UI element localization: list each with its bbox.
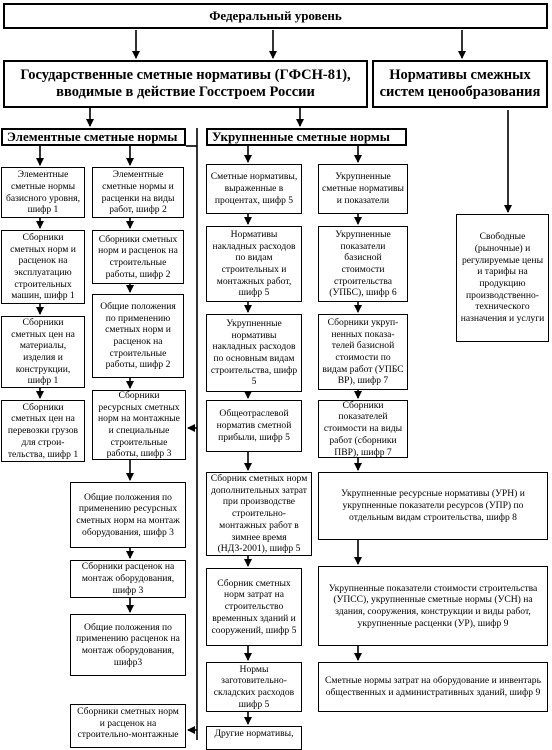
col-d-box-1: Сметные нормативы, выраженные в процента… [206, 164, 302, 214]
col-d-box-4: Общеотраслевой норматив сметной прибыли,… [206, 400, 302, 452]
col-d-box-8: Другие нормативы, [206, 726, 302, 750]
free-prices-box: Свободные (рыночные) и регулируемые цены… [456, 214, 549, 342]
col-d-box-6: Сборник сметных норм затрат на строитель… [206, 568, 302, 646]
col-a-box-4: Сборники сметных цен на перевозки грузов… [1, 400, 85, 462]
related-norms-box: Нормативы смежных систем ценообразования [372, 60, 548, 108]
col-d-box-3: Укрупненные нормативы накладных расходов… [206, 314, 302, 392]
wide-box-urn: Укрупненные ресурсные нормативы (УРН) и … [318, 472, 548, 540]
col-a-box-2: Сборники сметных норм и расценок на эксп… [1, 230, 85, 304]
col-c-box-3: Общие положения по применению расценок н… [70, 614, 186, 676]
col-e-box-2: Укрупненные показатели базисной стоимост… [318, 226, 408, 302]
col-c-box-1: Общие положения по применению ресурсных … [70, 482, 186, 548]
col-c-box-2: Сборники расценок на монтаж оборудования… [70, 560, 186, 598]
enlarged-norms-title: Укрупненные сметные нормы [206, 128, 407, 146]
elemental-norms-title: Элементные сметные нормы [1, 128, 186, 146]
gfsn-box: Государственные сметные нормативы (ГФСН-… [3, 60, 368, 108]
col-a-box-1: Элементные сметные нормы базисного уровн… [1, 167, 85, 218]
col-b-box-4: Сборники ресурсных сметных норм на монта… [92, 390, 186, 460]
col-d-box-5: Сборник сметных норм дополнительных затр… [206, 472, 312, 556]
federal-level-box: Федеральный уровень [3, 3, 548, 29]
col-b-box-2: Сборники сметных норм и расценок на стро… [92, 230, 184, 284]
col-e-box-1: Укрупненные сметные нормативы и показате… [318, 164, 408, 214]
col-b-box-3: Общие положения по применению сметных но… [92, 294, 184, 378]
wide-box-equipment: Сметные нормы затрат на оборудование и и… [318, 662, 548, 712]
col-e-box-3: Сборники укруп-ненных показа-телей базис… [318, 314, 408, 390]
col-b-box-1: Элементные сметные нормы и расценки на в… [92, 167, 184, 218]
col-a-box-3: Сборники сметных цен на материалы, издел… [1, 316, 85, 388]
wide-box-upss: Укрупненные показатели стоимости строите… [318, 566, 548, 646]
col-e-box-4: Сборники показателей стоимости на виды р… [318, 400, 408, 458]
col-d-box-2: Нормативы накладных расходов по видам ст… [206, 226, 302, 302]
col-c-box-4: Сборники сметных норм и расценок на стро… [70, 704, 186, 748]
col-d-box-7: Нормы заготовительно-складских расходов … [206, 662, 302, 712]
